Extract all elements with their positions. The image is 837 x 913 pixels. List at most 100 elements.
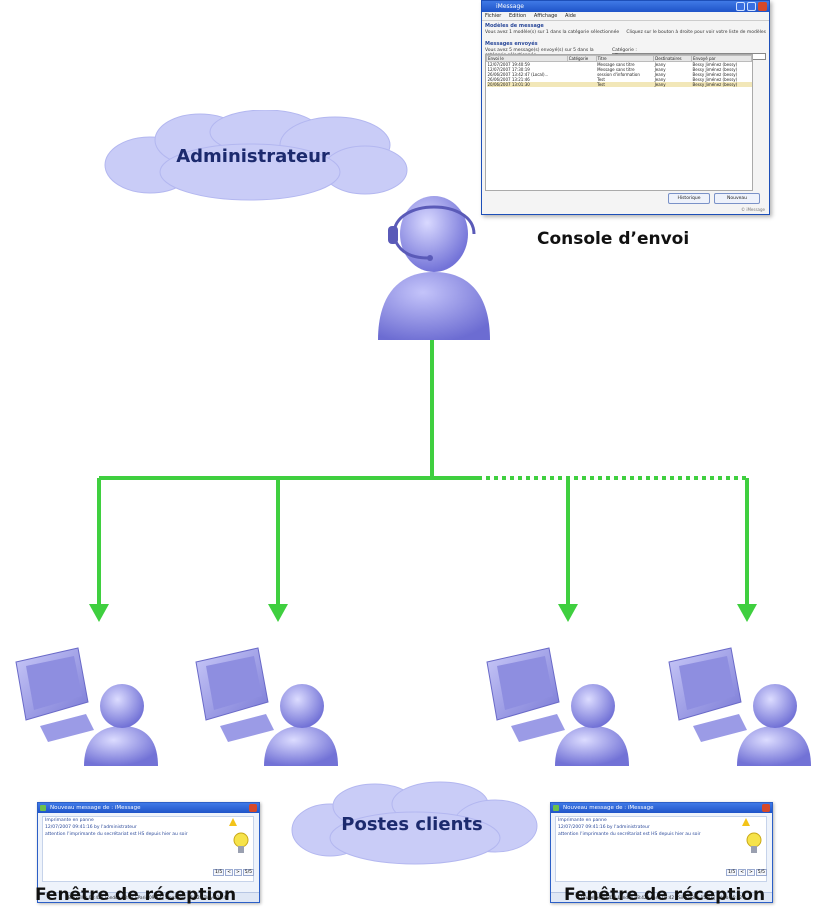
computer-user-icon	[486, 647, 629, 766]
reception-caption-right: Fenêtre de réception	[564, 885, 766, 905]
console-footer: © iMessage	[741, 207, 765, 212]
table-row[interactable]: 12/07/2007 17:30:19 Message sans titre J…	[487, 67, 752, 72]
cell: Bessy Jiménez (bessy)	[691, 82, 752, 87]
cell: Jeany	[653, 82, 692, 87]
table-row[interactable]: 26/06/2007 13:42:47 (Local)... session d…	[487, 72, 752, 77]
reception-caption-left: Fenêtre de réception	[35, 885, 237, 905]
message-navigation: 1/5<>5/5	[212, 869, 254, 876]
computer-user-icon	[15, 647, 158, 766]
table-header-row: Envoi le Catégorie Titre Destinataires E…	[486, 55, 752, 62]
models-info-text: Vous avez 1 modèle(s) sur 1 dans la caté…	[485, 30, 620, 35]
cell: session d'information	[597, 72, 640, 77]
message-text: attention l'imprimante du secrétariat es…	[558, 832, 701, 837]
cell: Jeany	[654, 77, 666, 82]
cell: Jeany	[654, 62, 666, 67]
nav-first[interactable]: 1/5	[212, 869, 225, 876]
category-label: Catégorie :	[612, 48, 637, 53]
message-navigation: 1/5<>5/5	[725, 869, 767, 876]
cell: 12/07/2007 17:30:19	[487, 67, 530, 72]
minimize-icon[interactable]	[736, 2, 745, 11]
nav-next[interactable]: >	[746, 869, 755, 876]
cell: Bessy Jiménez (bessy)	[692, 62, 738, 67]
close-icon[interactable]	[249, 804, 257, 812]
cell: 12/07/2007 19:40:59	[487, 62, 530, 67]
menu-item-help[interactable]: Aide	[564, 13, 576, 19]
reception-title: Nouveau message de : iMessage	[50, 805, 141, 811]
menu-item-file[interactable]: Fichier	[485, 13, 502, 19]
cell: Bessy Jiménez (bessy)	[692, 67, 738, 72]
reception-titlebar: Nouveau message de : iMessage	[38, 803, 259, 813]
nav-last[interactable]: 5/5	[755, 869, 767, 876]
warning-icon	[742, 818, 750, 826]
cell	[567, 82, 597, 87]
cell: Test	[597, 77, 605, 82]
cell: 20/06/2007 13:01:30	[486, 82, 568, 87]
models-info: Vous avez 1 modèle(s) sur 1 dans la caté…	[482, 29, 769, 36]
message-subject: Imprimante en panne	[558, 818, 607, 823]
console-titlebar: iMessage	[482, 1, 769, 12]
cell: Jeany	[654, 72, 666, 77]
table-row[interactable]: 26/06/2007 13:21:46 Test Jeany Bessy Jim…	[487, 77, 752, 82]
arrow-down-icon	[268, 604, 288, 622]
cell: Message sans titre	[597, 62, 635, 67]
history-button[interactable]: Historique	[668, 193, 710, 204]
admin-label: Administrateur	[176, 146, 330, 167]
reception-window-left: Nouveau message de : iMessage Imprimante…	[37, 802, 260, 903]
nav-prev[interactable]: <	[225, 869, 233, 876]
reception-titlebar: Nouveau message de : iMessage	[551, 803, 772, 813]
console-menubar: Fichier Edition Affichage Aide	[482, 12, 769, 21]
nav-last[interactable]: 5/5	[242, 869, 254, 876]
arrow-down-icon	[89, 604, 109, 622]
col-header-category[interactable]: Catégorie	[566, 55, 597, 62]
sent-messages-list: Envoi le Catégorie Titre Destinataires E…	[485, 54, 753, 191]
col-header-sent-by[interactable]: Envoyé par	[691, 55, 752, 62]
cell: Bessy Jiménez (bessy)	[692, 72, 738, 77]
user-headset-icon	[378, 196, 490, 340]
timezone-status-bar: Bruxelles 09:42 | London 08:42 | Paris 0…	[38, 892, 259, 902]
arrow-down-icon	[558, 604, 578, 622]
models-hint-text: Cliquez sur le bouton à droite pour voir…	[626, 30, 766, 35]
cell: Jeany	[654, 67, 666, 72]
console-window: iMessage Fichier Edition Affichage Aide …	[481, 0, 770, 215]
col-header-sent-on[interactable]: Envoi le	[486, 55, 568, 62]
cell: Message sans titre	[597, 67, 635, 72]
table-row-selected[interactable]: 20/06/2007 13:01:30 Test Jeany Bessy Jim…	[486, 82, 752, 87]
models-section-title: Modèles de message	[485, 23, 544, 29]
arrow-down-icon	[737, 604, 757, 622]
cell: Test	[596, 82, 654, 87]
cell: 26/06/2007 13:42:47 (Local)...	[487, 72, 549, 77]
app-icon	[553, 805, 559, 811]
clients-cloud	[291, 781, 538, 865]
clients-label: Postes clients	[341, 814, 483, 835]
table-row[interactable]: 12/07/2007 19:40:59 Message sans titre J…	[487, 62, 752, 67]
message-meta: 12/07/2007 09:41:16 by l'administrateur	[558, 825, 650, 830]
app-icon	[40, 805, 46, 811]
menu-item-edit[interactable]: Edition	[508, 13, 527, 19]
admin-cloud	[104, 110, 408, 201]
timezone-status-bar: Bruxelles 09:42 | London 08:42 | Paris 0…	[551, 892, 772, 902]
message-subject: Imprimante en panne	[45, 818, 94, 823]
computer-user-icon	[668, 647, 811, 766]
computer-user-icon	[195, 647, 338, 766]
warning-icon	[229, 818, 237, 826]
new-message-button[interactable]: Nouveau	[714, 193, 760, 204]
nav-prev[interactable]: <	[738, 869, 746, 876]
console-title: iMessage	[496, 3, 524, 10]
nav-next[interactable]: >	[233, 869, 242, 876]
console-caption: Console d’envoi	[537, 229, 690, 249]
cell: Bessy Jiménez (bessy)	[692, 77, 738, 82]
sent-section-title: Messages envoyés	[485, 41, 538, 47]
maximize-icon[interactable]	[747, 2, 756, 11]
menu-item-view[interactable]: Affichage	[533, 13, 558, 19]
lightbulb-icon	[233, 832, 249, 853]
reception-title: Nouveau message de : iMessage	[563, 805, 654, 811]
lightbulb-icon	[746, 832, 762, 853]
sent-messages-table: Envoi le Catégorie Titre Destinataires E…	[486, 55, 752, 87]
nav-first[interactable]: 1/5	[725, 869, 738, 876]
message-text: attention l'imprimante du secrétariat es…	[45, 832, 188, 837]
close-icon[interactable]	[762, 804, 770, 812]
cell: 26/06/2007 13:21:46	[487, 77, 530, 82]
close-icon[interactable]	[758, 2, 767, 11]
reception-window-right: Nouveau message de : iMessage Imprimante…	[550, 802, 773, 903]
